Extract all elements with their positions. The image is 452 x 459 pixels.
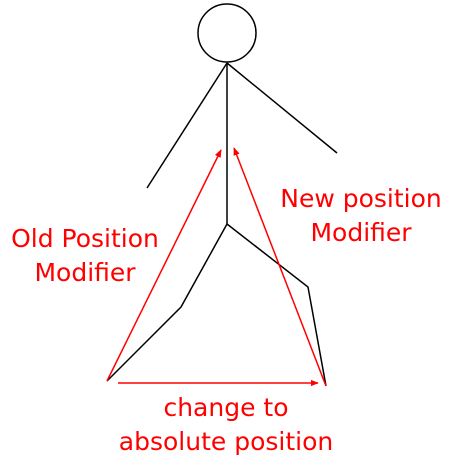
old-position-modifier-label: Old Position Modifier xyxy=(0,222,170,290)
stick-figure-right-arm xyxy=(226,62,338,154)
change-to-absolute-position-label: change to absolute position xyxy=(98,391,354,459)
new-position-label-line2: Modifier xyxy=(310,218,412,247)
new-position-label-line1: New position xyxy=(280,184,442,213)
old-position-arrow xyxy=(106,149,222,382)
old-position-label-line1: Old Position xyxy=(11,224,159,253)
change-label-line2: absolute position xyxy=(118,427,334,456)
new-position-modifier-label: New position Modifier xyxy=(268,182,452,250)
stick-figure xyxy=(106,3,338,387)
annotation-arrows xyxy=(106,147,327,387)
stick-figure-head xyxy=(197,3,257,63)
stick-figure-left-arm xyxy=(146,62,228,189)
old-position-label-line2: Modifier xyxy=(34,258,136,287)
stick-figure-right-leg xyxy=(226,223,327,387)
stick-figure-left-leg xyxy=(106,223,228,382)
new-position-arrow xyxy=(233,147,327,387)
change-label-line1: change to xyxy=(163,393,289,422)
